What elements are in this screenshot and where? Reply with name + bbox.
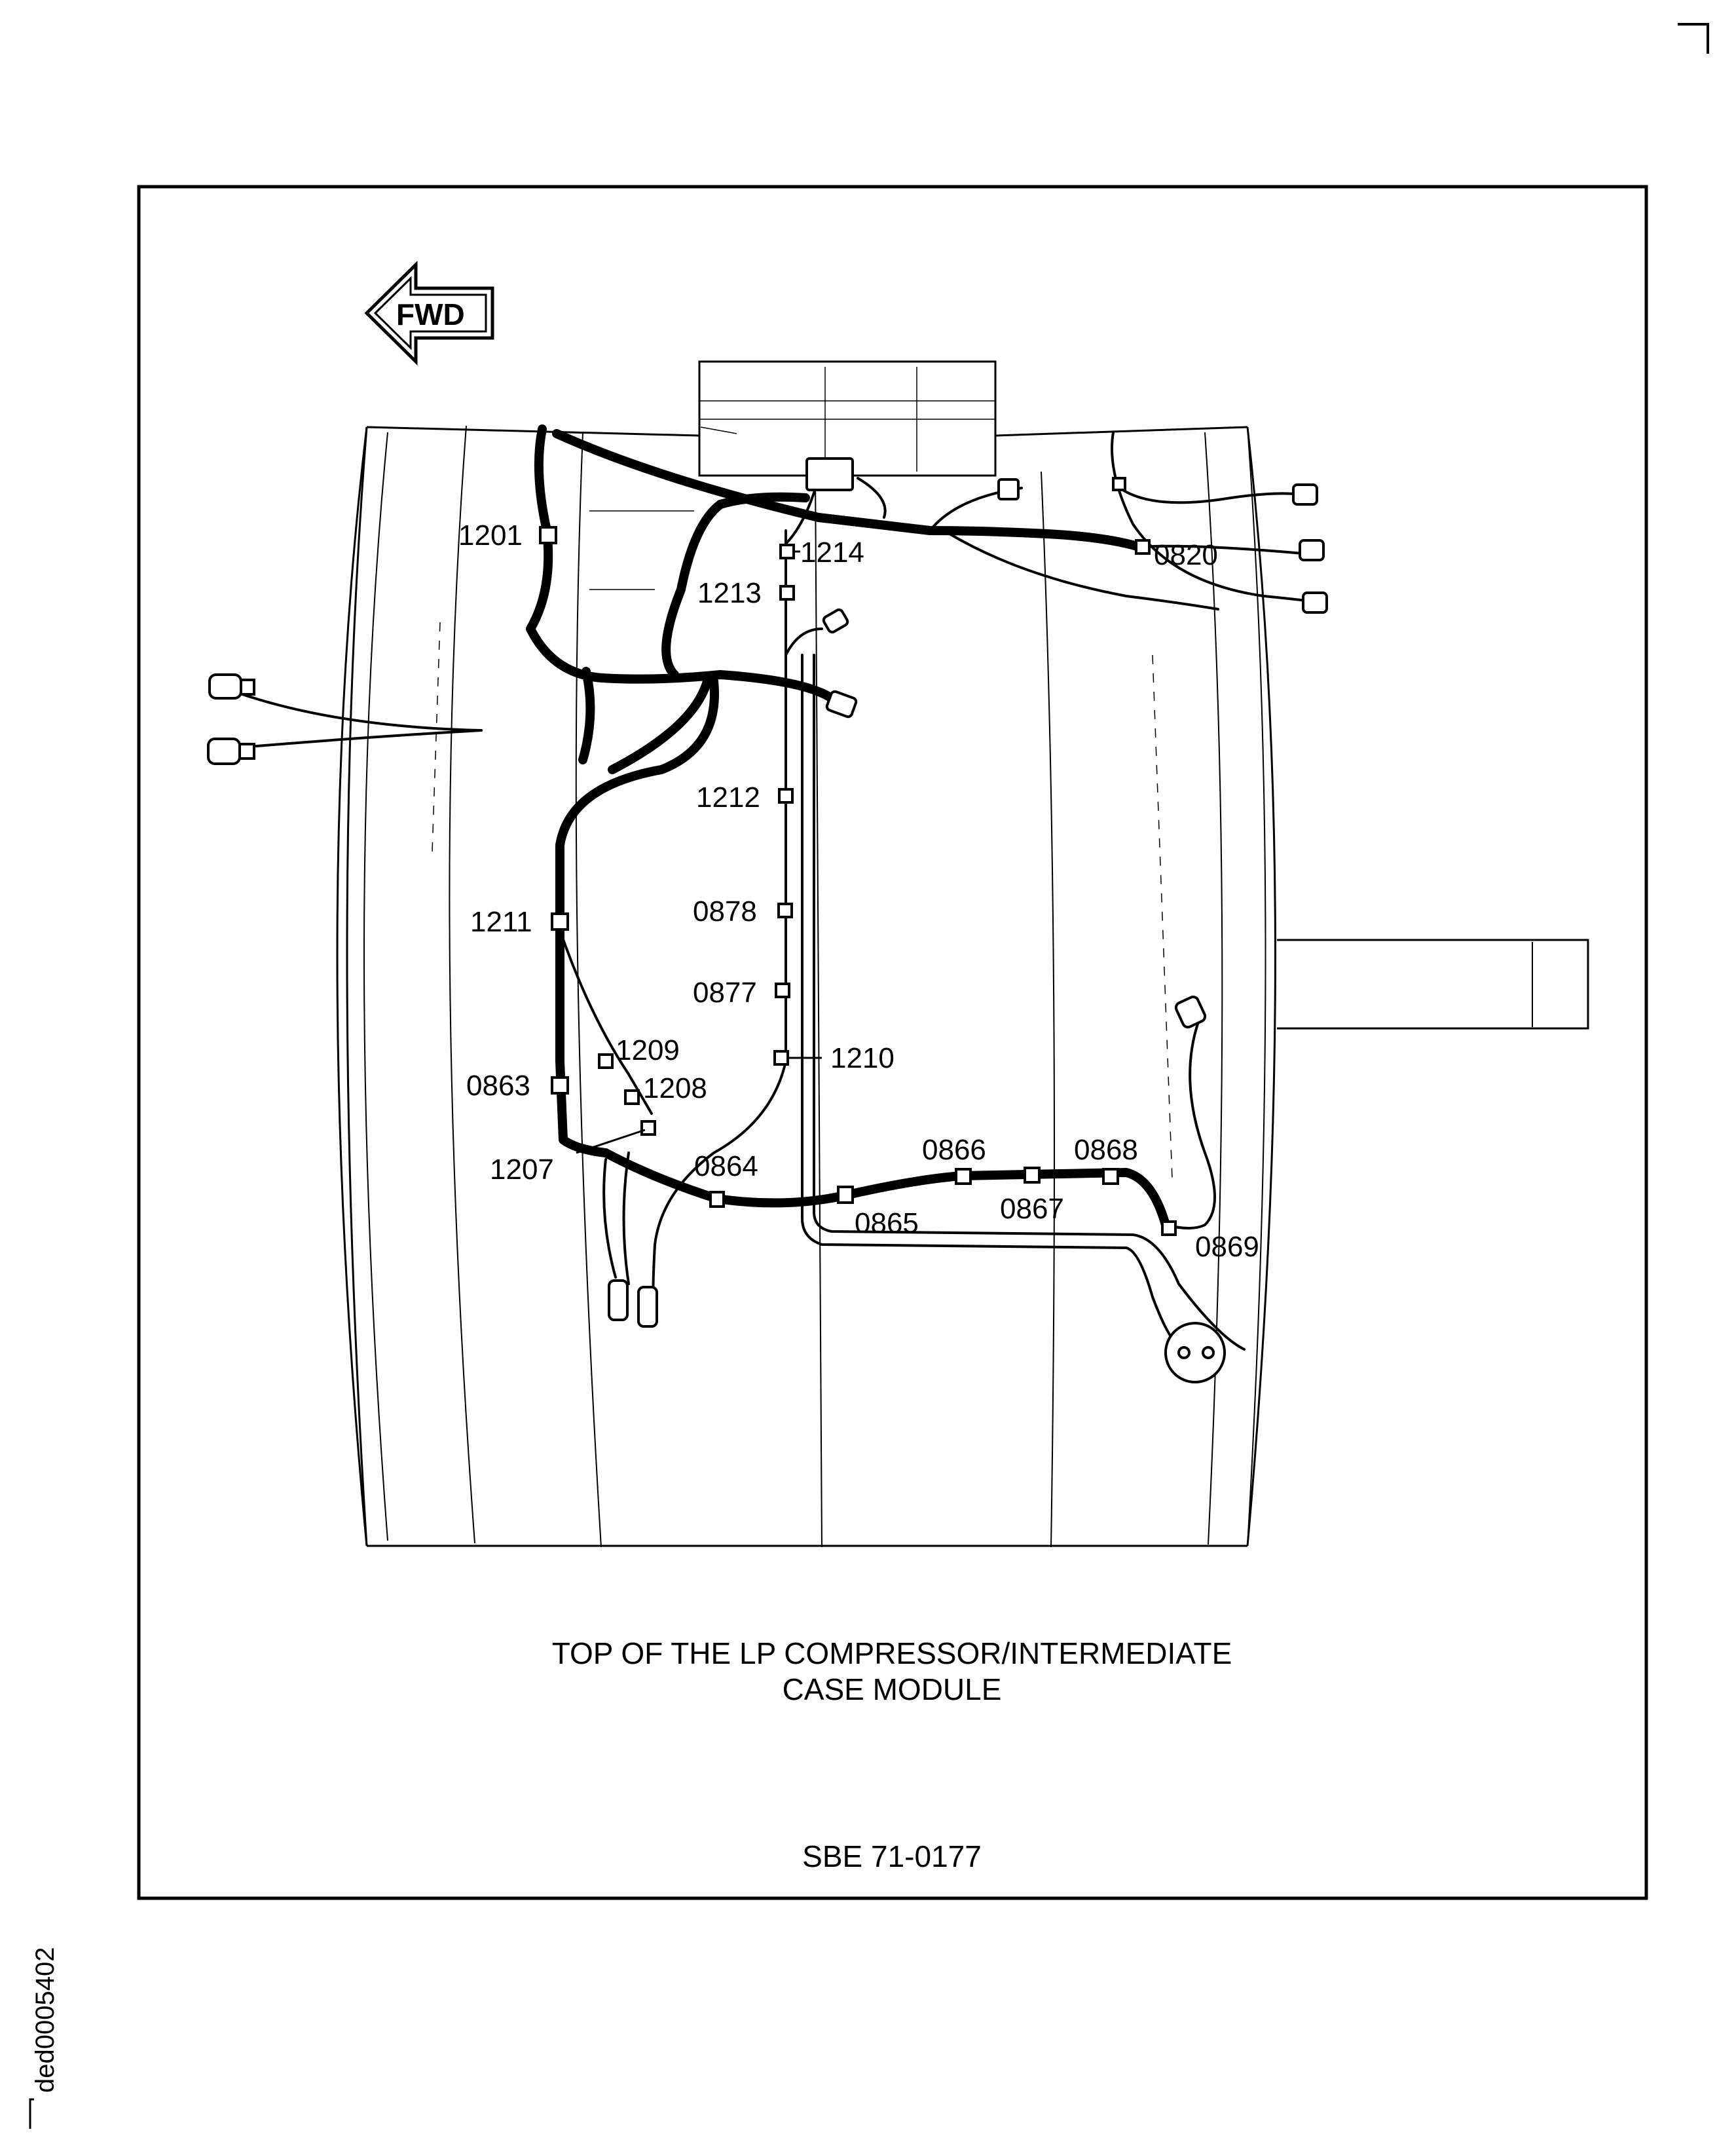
label-1201: 1201 xyxy=(458,519,523,552)
arrow-inner xyxy=(373,276,487,350)
clamp-top xyxy=(1112,477,1126,491)
label-0866: 0866 xyxy=(922,1134,986,1166)
clamp-0868 xyxy=(1102,1168,1119,1185)
clamp-1201 xyxy=(539,526,557,544)
connector-icon xyxy=(825,690,858,719)
figure-id: ded0005402 xyxy=(31,1947,60,2093)
clamp-0820 xyxy=(1135,539,1151,555)
clamp-0866 xyxy=(955,1168,972,1185)
clamp-0864 xyxy=(709,1191,725,1208)
clamp-1211 xyxy=(551,912,569,931)
caption-line-2: CASE MODULE xyxy=(783,1672,1002,1706)
clamp-1210 xyxy=(773,1050,789,1066)
port-icon xyxy=(1164,1322,1226,1383)
label-1212: 1212 xyxy=(696,781,760,814)
connector-icon xyxy=(1292,483,1318,506)
connector-icon xyxy=(208,673,242,700)
clamp-1209 xyxy=(598,1053,614,1069)
connector-icon xyxy=(207,738,241,765)
clamp-1212 xyxy=(778,788,794,804)
clamp-1213 xyxy=(779,585,795,601)
clamp-1214 xyxy=(779,544,795,559)
leaders xyxy=(576,550,822,1154)
case-outline xyxy=(336,426,1276,1547)
clamp-1208 xyxy=(624,1089,640,1105)
forward-label: FWD xyxy=(396,297,465,331)
label-1207: 1207 xyxy=(490,1153,554,1186)
connector-icon xyxy=(822,608,849,634)
clamp-labels: 1201 1214 1213 0820 1212 0878 1211 0877 … xyxy=(458,519,1259,1263)
connector-icon xyxy=(608,1279,629,1321)
label-1210: 1210 xyxy=(830,1042,895,1074)
clamp-0877 xyxy=(775,983,790,998)
clamps xyxy=(539,477,1177,1236)
figure-frame xyxy=(137,185,1648,1900)
connector-icon xyxy=(1299,539,1325,561)
label-0869: 0869 xyxy=(1195,1231,1259,1263)
label-0878: 0878 xyxy=(693,895,757,928)
label-0863: 0863 xyxy=(466,1070,530,1102)
label-0864: 0864 xyxy=(694,1150,758,1182)
compressor-case xyxy=(336,360,1589,1548)
forward-arrow: FWD xyxy=(364,261,494,366)
side-strut xyxy=(1277,939,1589,1030)
label-1209: 1209 xyxy=(616,1034,680,1066)
label-1214: 1214 xyxy=(800,536,864,569)
caption-line-1: TOP OF THE LP COMPRESSOR/INTERMEDIATE xyxy=(552,1636,1232,1670)
clamp-1207 xyxy=(640,1120,656,1136)
reference-code: SBE 71-0177 xyxy=(802,1839,982,1873)
label-1208: 1208 xyxy=(643,1072,707,1104)
harness-thick xyxy=(526,424,1170,1229)
connectors xyxy=(207,457,1328,1383)
clamp-0878 xyxy=(777,903,793,918)
connector-icon xyxy=(240,679,255,696)
label-0868: 0868 xyxy=(1074,1134,1138,1166)
label-0877: 0877 xyxy=(693,977,757,1009)
connector-icon xyxy=(1174,995,1207,1029)
clamp-0869 xyxy=(1161,1220,1177,1236)
connector-icon xyxy=(637,1286,658,1328)
label-0865: 0865 xyxy=(855,1207,919,1239)
arrow-outline xyxy=(364,261,494,366)
connector-icon xyxy=(238,743,255,760)
label-0867: 0867 xyxy=(1000,1193,1064,1225)
clamp-0863 xyxy=(551,1076,569,1095)
top-gearbox xyxy=(698,360,997,477)
label-1211: 1211 xyxy=(470,906,532,938)
connector-icon xyxy=(1302,591,1328,614)
crop-mark-top-right xyxy=(1678,23,1709,54)
label-0820: 0820 xyxy=(1154,539,1218,571)
label-1213: 1213 xyxy=(697,577,762,609)
connector-icon xyxy=(997,478,1020,500)
crop-mark-bottom-left xyxy=(29,2098,34,2129)
clamp-0865 xyxy=(837,1186,854,1204)
clamp-0867 xyxy=(1024,1167,1041,1184)
connector-icon xyxy=(805,457,854,491)
